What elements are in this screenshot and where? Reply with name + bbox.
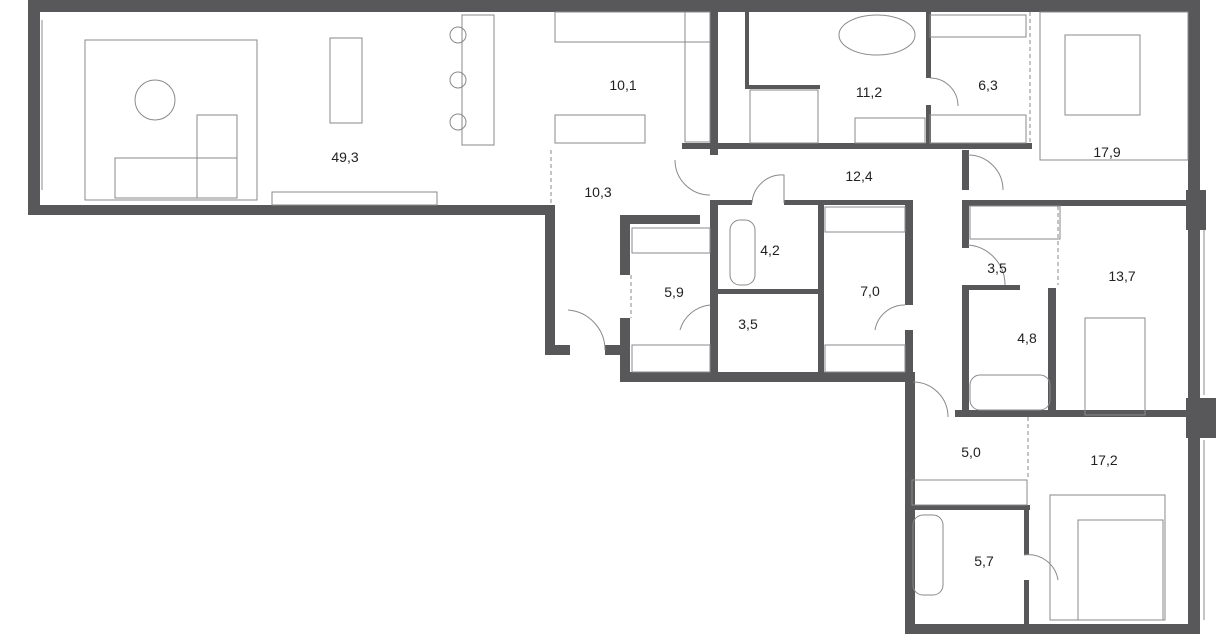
kitchen-counter (554, 11, 711, 43)
windows (41, 20, 1205, 620)
furniture (84, 11, 1189, 621)
bathtub-small (729, 219, 756, 286)
room-area-bath-small: 4,2 (760, 242, 780, 258)
rug (84, 39, 258, 201)
bar-counter (461, 14, 495, 146)
room-area-bedroom-1: 17,9 (1093, 144, 1121, 160)
bed-3 (1077, 519, 1164, 621)
room-area-master-bath: 11,2 (855, 84, 883, 100)
bed-area-3 (1049, 494, 1166, 621)
bathtub-2 (969, 374, 1051, 411)
room-area-hall: 12,4 (845, 168, 873, 184)
room-area-closet-1: 5,9 (664, 284, 684, 300)
room-area-bath-2: 4,8 (1017, 330, 1037, 346)
room-area-hall-3: 5,0 (961, 444, 981, 460)
bathtub-3 (912, 514, 944, 596)
bed-2 (1084, 317, 1146, 416)
room-area-bedroom-3: 17,2 (1090, 452, 1118, 468)
room-area-bedroom-2: 13,7 (1108, 268, 1136, 284)
bed-1 (1064, 34, 1141, 116)
room-area-entry: 10,3 (584, 184, 612, 200)
bathtub (838, 14, 916, 56)
wardrobe-3 (911, 479, 1028, 506)
shower (749, 89, 819, 144)
room-area-bath-3: 5,7 (974, 553, 994, 569)
sofa (114, 157, 238, 199)
doors (567, 77, 1059, 581)
tv-unit (271, 191, 438, 206)
coffee-table (134, 79, 176, 121)
dining-table (329, 37, 363, 124)
room-area-hall-2: 3,5 (987, 260, 1007, 276)
bed-area-1 (1039, 11, 1189, 161)
room-area-dressing-1: 6,3 (978, 77, 998, 93)
room-area-wc: 3,5 (738, 316, 758, 332)
walls (28, 0, 1216, 634)
room-area-dressing-2: 7,0 (860, 283, 880, 299)
room-area-kitchen: 10,1 (609, 77, 637, 93)
vanity (854, 117, 926, 144)
zone-dividers (550, 12, 1059, 480)
wardrobe-1 (631, 227, 711, 254)
room-area-living: 49,3 (331, 149, 359, 165)
wardrobe-2 (824, 206, 906, 233)
